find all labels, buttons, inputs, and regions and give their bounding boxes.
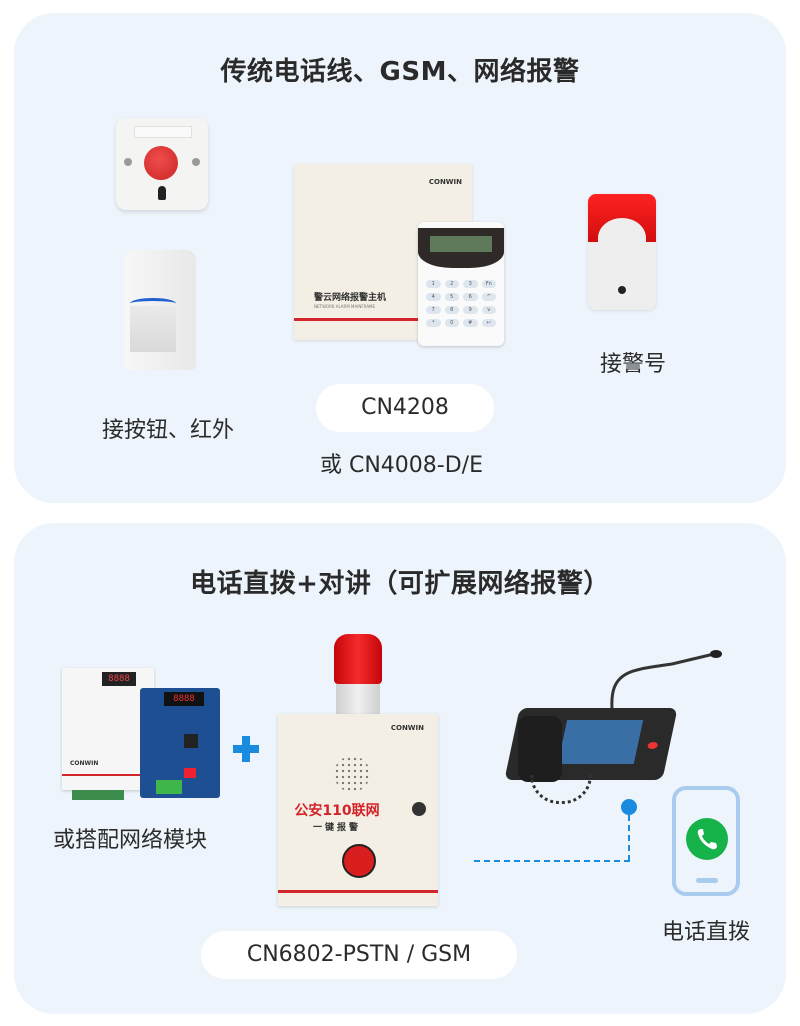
- section-title: 电话直拨+对讲（可扩展网络报警）: [190, 569, 610, 599]
- call-icon: [686, 818, 728, 860]
- alarm-box-110-image: CONWIN 公安110联网 一键报警: [278, 714, 438, 906]
- model-pill-cn4208: CN4208: [316, 384, 494, 432]
- connector-line-horizontal: [474, 860, 630, 862]
- connector-dot: [621, 799, 637, 815]
- beacon-base: [336, 684, 380, 714]
- alt-model-label: 或 CN4008-D/E: [320, 453, 483, 478]
- brand-logo: CONWIN: [428, 178, 462, 186]
- network-module-pcb-image: 8888: [140, 688, 220, 798]
- label-network-module: 或搭配网络模块: [53, 828, 208, 853]
- speaker-grille: [334, 756, 370, 792]
- plus-icon: [233, 736, 259, 762]
- mobile-phone-icon: [672, 786, 740, 896]
- gooseneck-mic: [610, 650, 722, 709]
- model-pill-cn6802: CN6802-PSTN / GSM: [201, 931, 517, 979]
- siren-image: [588, 194, 656, 310]
- key-lock-icon: [412, 802, 426, 816]
- network-module-box-image: 8888 CONWIN: [62, 668, 154, 790]
- terminal-block: [72, 790, 124, 800]
- label-direct-dial: 电话直拨: [662, 920, 751, 945]
- label-siren: 接警号: [600, 352, 667, 377]
- label-button-pir: 接按钮、红外: [102, 418, 235, 443]
- connector-line-vertical: [628, 815, 630, 861]
- beacon-light: [334, 634, 382, 684]
- handset: [518, 716, 562, 782]
- pir-sensor-image: [124, 250, 196, 370]
- panic-button-image: [116, 118, 208, 210]
- emergency-button: [342, 844, 376, 878]
- section-title: 传统电话线、GSM、网络报警: [220, 57, 580, 87]
